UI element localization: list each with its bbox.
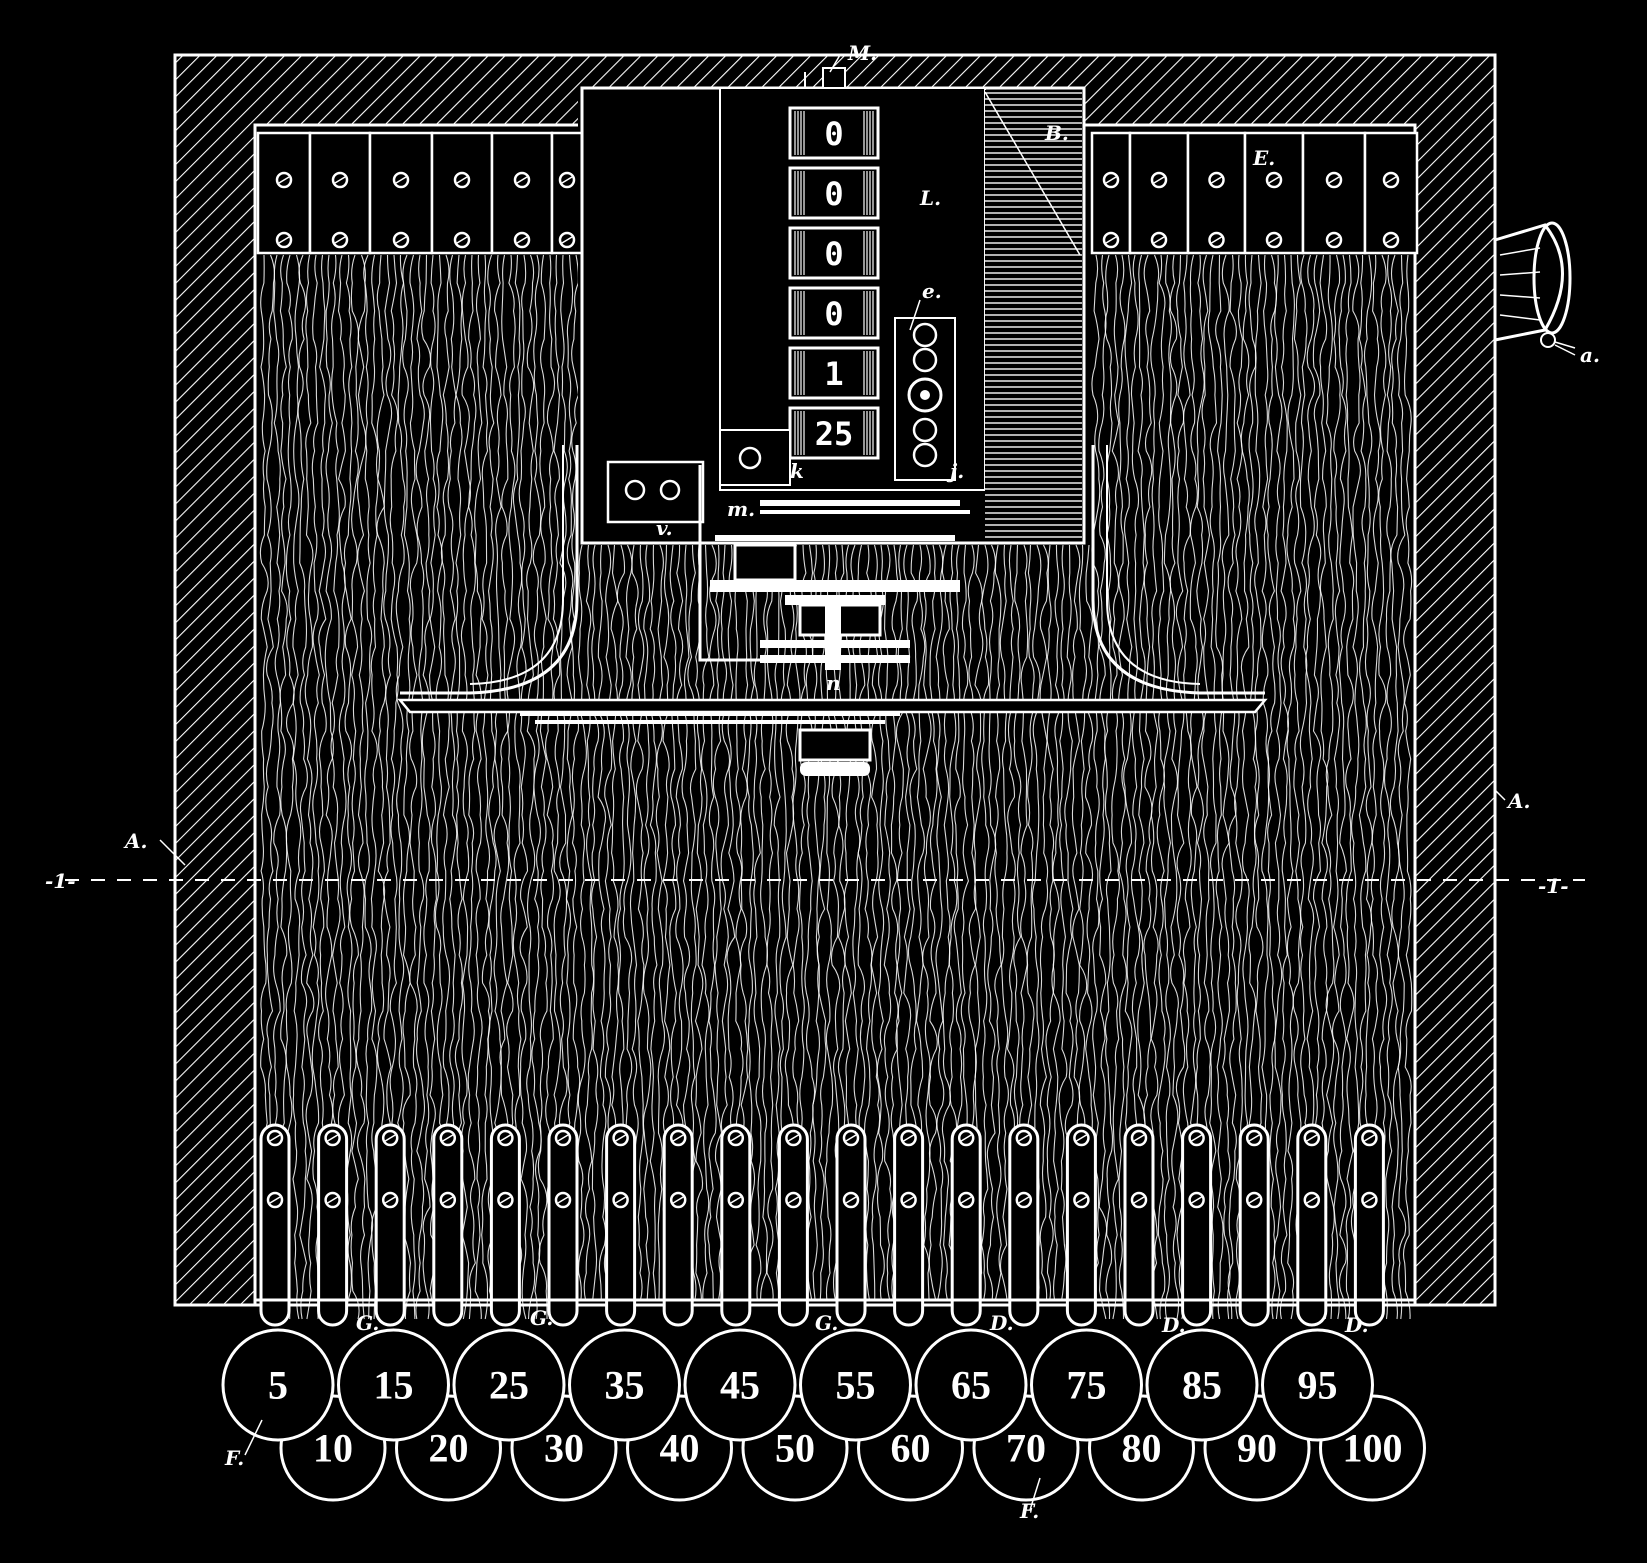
label-L: L. xyxy=(919,186,941,210)
key-lever xyxy=(720,1123,752,1327)
key-label: 45 xyxy=(720,1363,760,1408)
key-label: 20 xyxy=(429,1426,469,1471)
label-F1: F. xyxy=(224,1446,244,1470)
counter-wheels: 0 0 0 0 1 25 xyxy=(788,106,880,460)
key-55[interactable]: 55 xyxy=(799,1328,912,1442)
label-G1: G. xyxy=(356,1311,379,1335)
counter-digit: 0 xyxy=(824,115,843,153)
key-95[interactable]: 95 xyxy=(1261,1328,1374,1442)
key-lever xyxy=(1353,1123,1385,1327)
key-label: 50 xyxy=(775,1426,815,1471)
label-k: k xyxy=(790,459,804,483)
key-15[interactable]: 15 xyxy=(337,1328,450,1442)
label-M: M. xyxy=(847,41,877,65)
key-label: 65 xyxy=(951,1363,991,1408)
key-label: 40 xyxy=(660,1426,700,1471)
label-e: e. xyxy=(922,279,942,303)
label-F2: F. xyxy=(1019,1499,1039,1523)
counter-wheel: 1 xyxy=(788,346,880,400)
counter-digit: 0 xyxy=(824,295,843,333)
key-lever xyxy=(1123,1123,1155,1327)
key-label: 70 xyxy=(1006,1426,1046,1471)
key-45[interactable]: 45 xyxy=(683,1328,797,1442)
key-35[interactable]: 35 xyxy=(568,1328,681,1442)
key-lever xyxy=(950,1123,982,1327)
label-m: m. xyxy=(727,497,755,521)
key-lever xyxy=(777,1123,809,1327)
counter-digit: 1 xyxy=(824,355,843,393)
key-label: 90 xyxy=(1237,1426,1277,1471)
key-lever xyxy=(259,1123,291,1327)
key-label: 100 xyxy=(1343,1426,1403,1471)
counter-digit: 25 xyxy=(815,415,854,453)
reference-labels: M. B. L. E. e. a. A. A. -1- -1- k j. m. … xyxy=(45,41,1600,1523)
key-lever xyxy=(317,1123,349,1327)
leader-lines xyxy=(159,54,1576,1511)
key-lever xyxy=(547,1123,579,1327)
key-label: 95 xyxy=(1298,1363,1338,1408)
crank-handle xyxy=(1494,221,1576,349)
label-G2: G. xyxy=(530,1306,553,1330)
key-label: 30 xyxy=(544,1426,584,1471)
key-75[interactable]: 75 xyxy=(1030,1328,1143,1442)
key-lever xyxy=(662,1123,694,1327)
key-5[interactable]: 5 xyxy=(221,1328,335,1442)
key-lever xyxy=(835,1123,867,1327)
key-lever xyxy=(1238,1123,1270,1327)
key-label: 80 xyxy=(1122,1426,1162,1471)
counter-digit: 0 xyxy=(824,235,843,273)
label-A-right: A. xyxy=(1506,789,1530,813)
key-label: 85 xyxy=(1182,1363,1222,1408)
label-G3: G. xyxy=(815,1311,838,1335)
key-levers xyxy=(255,1123,1415,1327)
gear-mechanism xyxy=(520,429,970,776)
key-lever xyxy=(1065,1123,1097,1327)
counter-wheel: 0 xyxy=(788,106,880,160)
label-B: B. xyxy=(1044,121,1069,145)
key-label: 25 xyxy=(489,1363,529,1408)
key-label: 75 xyxy=(1067,1363,1107,1408)
counter-wheel: 0 xyxy=(788,226,880,280)
key-lever xyxy=(432,1123,464,1327)
key-65[interactable]: 65 xyxy=(914,1328,1028,1442)
key-lever xyxy=(1181,1123,1213,1327)
key-label: 35 xyxy=(605,1363,645,1408)
counter-wheel: 25 xyxy=(788,406,880,460)
label-v: v. xyxy=(656,516,673,540)
keys-front-row: 5 15 25 35 45 55 65 75 85 95 xyxy=(221,1328,1374,1442)
screw-block-row xyxy=(256,131,1419,255)
counter-wheel: 0 xyxy=(788,286,880,340)
label-n: n xyxy=(826,671,841,695)
label-D3: D. xyxy=(1344,1313,1369,1337)
label-D1: D. xyxy=(989,1311,1014,1335)
key-label: 60 xyxy=(891,1426,931,1471)
key-lever xyxy=(1008,1123,1040,1327)
key-lever xyxy=(605,1123,637,1327)
key-lever xyxy=(893,1123,925,1327)
label-D2: D. xyxy=(1161,1313,1186,1337)
key-label: 15 xyxy=(374,1363,414,1408)
counter-digit: 0 xyxy=(824,175,843,213)
label-A-left: A. xyxy=(123,829,147,853)
label-E: E. xyxy=(1252,146,1275,170)
key-label: 10 xyxy=(313,1426,353,1471)
pawl-slot-e xyxy=(894,317,956,481)
key-lever xyxy=(1296,1123,1328,1327)
label-a: a. xyxy=(1580,343,1600,367)
key-label: 55 xyxy=(836,1363,876,1408)
key-slot-guides xyxy=(397,445,1268,714)
key-label: 5 xyxy=(268,1363,288,1408)
counter-wheel: 0 xyxy=(788,166,880,220)
key-lever xyxy=(374,1123,406,1327)
label-j: j. xyxy=(946,459,964,483)
key-25[interactable]: 25 xyxy=(452,1328,566,1442)
label-section-left: -1- xyxy=(45,869,76,893)
key-85[interactable]: 85 xyxy=(1145,1328,1259,1442)
label-section-right: -1- xyxy=(1538,874,1569,898)
key-lever xyxy=(489,1123,521,1327)
